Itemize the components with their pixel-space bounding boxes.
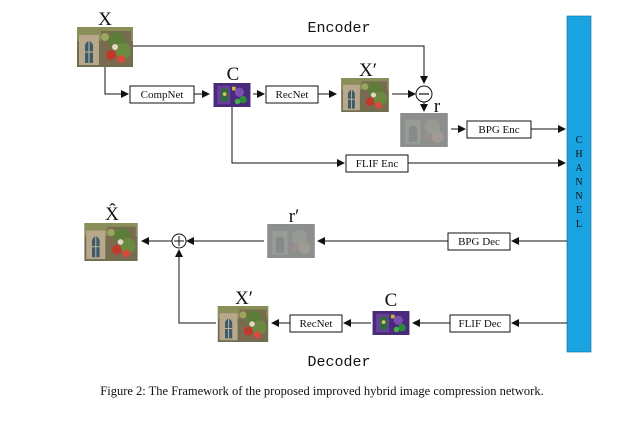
residual-image-r [400, 113, 448, 147]
decoded-image-x-prime [217, 306, 269, 342]
figure-caption: Figure 2: The Framework of the proposed … [100, 384, 544, 398]
decoded-residual-r-prime [267, 224, 315, 258]
arrow-x-to-subtract [133, 45, 428, 84]
recnet-dec-label: RecNet [300, 318, 333, 330]
output-image-x-hat [83, 223, 139, 261]
arrow-xprime-to-add [175, 249, 216, 324]
channel-letter: A [575, 163, 583, 174]
arrow-x-to-compnet [104, 67, 129, 98]
compact-image-c [213, 83, 251, 107]
channel-letter: E [576, 205, 582, 216]
decoder-title: Decoder [307, 354, 370, 371]
channel-letter: C [576, 135, 583, 146]
reconstructed-image-x-prime [340, 78, 390, 112]
input-image-x [77, 27, 133, 67]
channel-letter: L [576, 219, 582, 230]
recnet-enc-label: RecNet [276, 89, 309, 101]
label-c: C [227, 64, 240, 85]
channel-letter: N [575, 191, 582, 202]
label-r-prime: r′ [289, 206, 299, 227]
bpg-dec-label: BPG Dec [458, 236, 500, 248]
compnet-label: CompNet [141, 89, 184, 101]
channel-letter: N [575, 177, 582, 188]
label-x-prime: X′ [359, 60, 377, 81]
flif-dec-label: FLIF Dec [458, 318, 501, 330]
channel-letters: C H A N N E L [575, 135, 583, 230]
arrow-c-to-flif-enc [231, 107, 345, 167]
bpg-enc-label: BPG Enc [478, 124, 519, 136]
label-x-hat: X̂ [105, 203, 119, 225]
encoder-title: Encoder [307, 20, 370, 37]
decoded-compact-image-c [372, 311, 410, 335]
channel-bar [566, 15, 592, 353]
label-x: X [98, 9, 112, 30]
flif-enc-label: FLIF Enc [356, 158, 399, 170]
channel-letter: H [575, 149, 582, 160]
label-r: r [434, 96, 441, 117]
label-c-dec: C [385, 290, 398, 311]
label-x-prime-dec: X′ [235, 288, 253, 309]
